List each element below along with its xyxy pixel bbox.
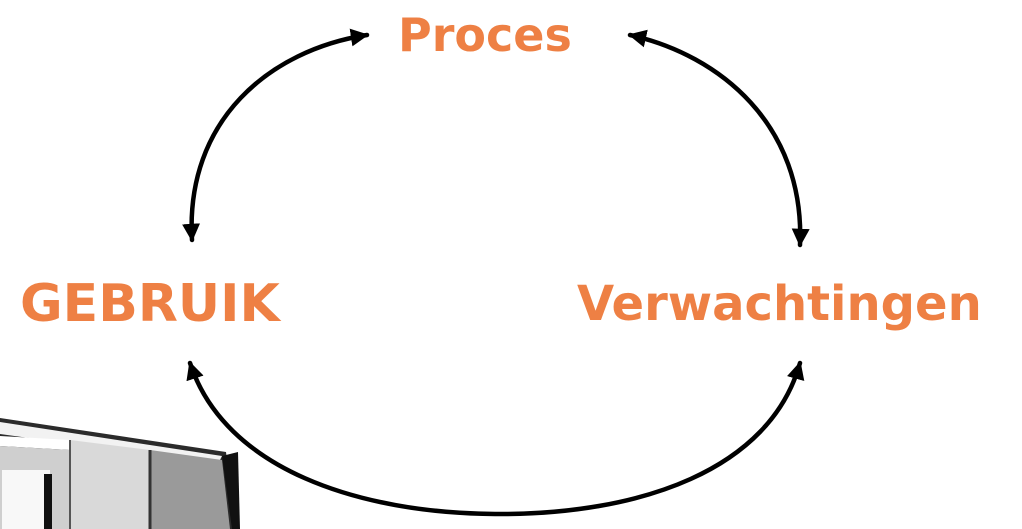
arrow-proces-gebruik — [182, 28, 370, 243]
node-proces: Proces — [398, 8, 572, 62]
arrow-gebruik-verwachtingen — [186, 360, 805, 517]
node-verwachtingen: Verwachtingen — [577, 276, 982, 332]
arrow-proces-verwachtingen — [627, 29, 810, 248]
photo-thumbnail — [0, 418, 240, 529]
node-gebruik: GEBRUIK — [20, 274, 280, 334]
